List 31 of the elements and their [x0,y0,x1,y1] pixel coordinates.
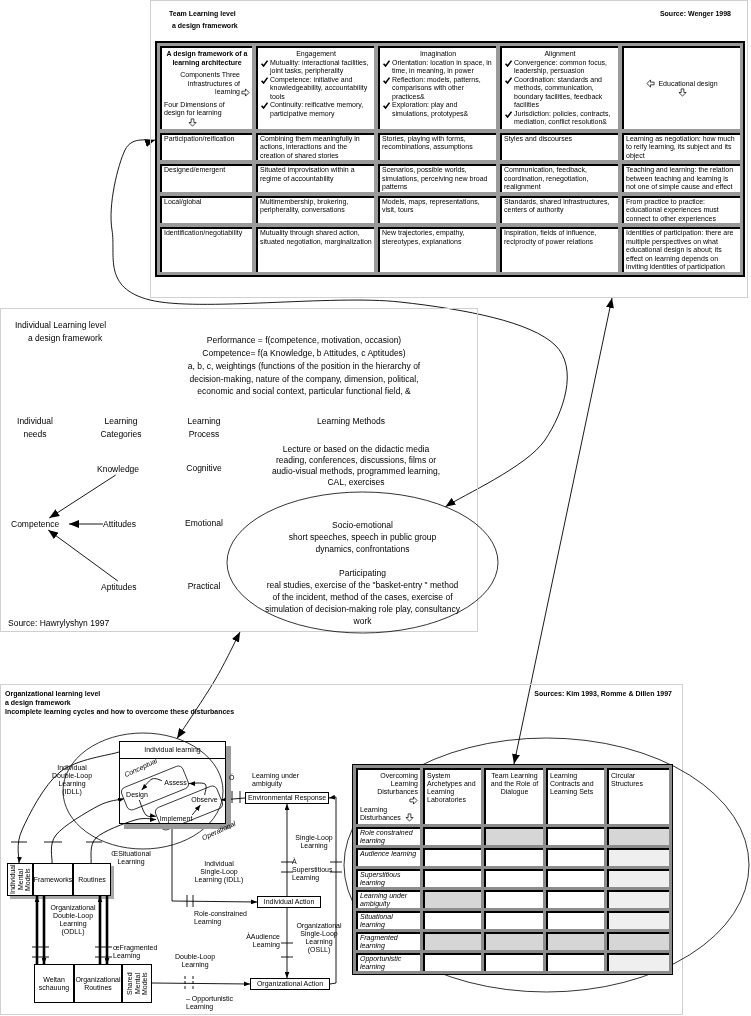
source-note: Source: Hawrylyshyn 1997 [8,617,110,630]
diagram-label: Learning Categories [99,415,143,440]
diagram-label: Emotional [184,517,224,529]
category-label: Competence [11,518,69,530]
category-label: Knowledge [97,463,153,475]
diagram-label: Practical [186,580,222,592]
category-label: Attitudes [103,518,153,530]
arrow [41,896,47,964]
diagram-label: a, b, c, weightings (functions of the position in the hierarchy of decision-making, nature of the company, dimension, political, economic and social context, particular functional field, & [186,360,422,398]
method-text: short speeches, speech in public group dynamics, confrontations [287,531,438,555]
method-heading: Participating [339,567,386,579]
arrow [104,896,110,964]
diagram-label: Cognitive [185,462,223,474]
diagram-label: Learning Methods [315,415,386,428]
method-text: real studies, exercise of the "basket-entry " method of the incident, method of the cases, exercise of simulation of decision-making role play, consultancy work [264,579,461,627]
arrow [97,896,103,964]
arrow [512,297,614,765]
method-heading: Socio-emotional [332,519,393,531]
arrow [34,896,40,964]
diagram-label: Competence= f(a Knowledge, b Attitudes, c Aptitudes) [201,347,407,360]
panel [150,0,748,298]
panel [0,308,478,632]
panel-title: Individual Learning level [15,319,107,332]
diagram-label: Performance = f(competence, motivation, occasion) [205,334,403,347]
diagram-label: Learning Process [186,415,222,440]
panel [0,684,683,1015]
diagram-label: Lecture or based on the didactic media reading, conferences, discussions, films or audio-visual methods, programmed learning, CAL, exercises [270,444,442,488]
diagram-label: Individual needs [16,415,54,440]
panel-subtitle: a design framework [28,332,103,345]
arrow [176,631,241,739]
category-label: Aptitudes [101,581,151,593]
